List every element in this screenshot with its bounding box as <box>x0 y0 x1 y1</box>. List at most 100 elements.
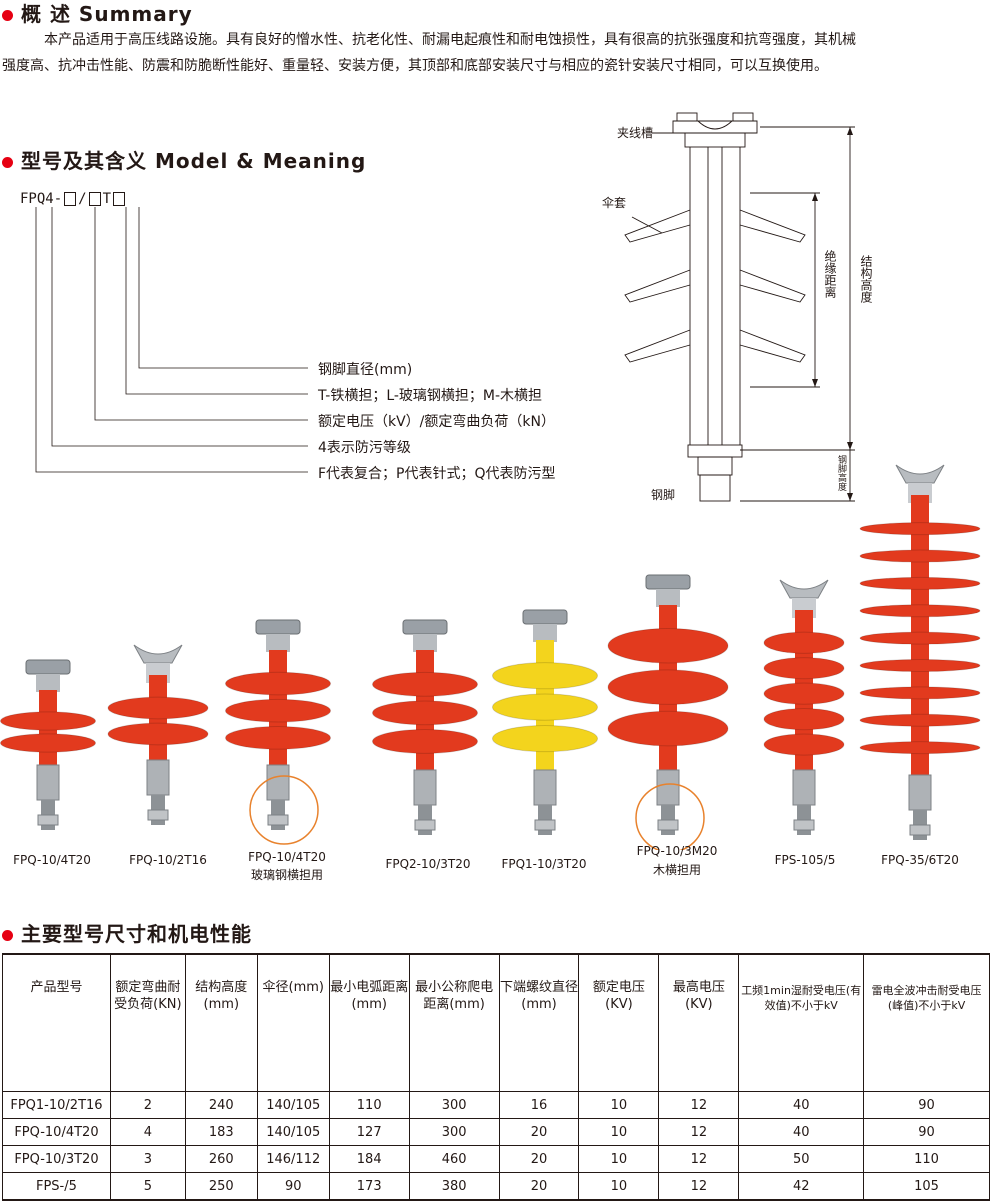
product-shed <box>372 700 478 726</box>
model-meaning-4: 4表示防污等级 <box>318 440 411 456</box>
product-shed <box>859 713 981 727</box>
label-insulation-distance: 绝缘距离 <box>823 250 837 298</box>
bullet-icon <box>2 157 13 168</box>
product-shed <box>225 698 331 723</box>
product-shed <box>372 729 478 754</box>
summary-title: 概 述 Summary <box>21 2 193 26</box>
product-shed <box>763 682 845 705</box>
table-cell: 300 <box>408 1091 500 1119</box>
model-code-sep: / <box>78 191 87 207</box>
specs-title: 主要型号尺寸和机电性能 <box>21 922 252 946</box>
table-cell: 460 <box>408 1145 500 1173</box>
table-cell: 250 <box>184 1172 258 1201</box>
product-shed <box>107 722 209 746</box>
specs-table: 产品型号 额定弯曲耐受负荷(KN) 结构高度(mm) 伞径(mm) 最小电弧距离… <box>2 953 990 1201</box>
table-cell: 380 <box>408 1172 500 1201</box>
label-steel-foot-height: 钢脚高度 <box>836 455 846 491</box>
product-shed <box>763 631 845 654</box>
table-cell: 16 <box>498 1091 580 1119</box>
product-shed <box>859 741 981 755</box>
table-header: 额定电压(KV) <box>578 953 660 1092</box>
label-shed: 伞套 <box>602 196 627 210</box>
table-cell: 146/112 <box>256 1145 330 1173</box>
model-meaning-2: T-铁横担；L-玻璃钢横担；M-木横担 <box>318 388 543 404</box>
table-header: 结构高度(mm) <box>184 953 258 1092</box>
product-steel-foot <box>792 769 816 806</box>
label-structure-height: 结构高度 <box>859 255 873 303</box>
product-saddle <box>895 464 945 484</box>
product-shed <box>859 549 981 563</box>
product-steel-foot <box>266 764 290 801</box>
product-label-2: FPQ-10/2T16 <box>129 853 207 867</box>
product-nut <box>414 819 436 831</box>
table-cell: 12 <box>658 1091 740 1119</box>
table-cell: 10 <box>578 1091 660 1119</box>
model-code-prefix: FPQ4- <box>20 191 63 207</box>
product-shed <box>492 724 598 753</box>
product-clamp <box>522 609 568 625</box>
highlight-circle <box>249 775 319 845</box>
placeholder-box <box>88 192 101 206</box>
table-cell: 183 <box>184 1118 258 1146</box>
product-saddle <box>133 644 183 664</box>
product-fitting <box>36 674 60 692</box>
table-cell: 240 <box>184 1091 258 1119</box>
product-shed <box>859 576 981 590</box>
model-title: 型号及其含义 Model & Meaning <box>21 149 367 173</box>
table-cell: 40 <box>738 1118 865 1146</box>
table-header: 雷电全波冲击耐受电压(峰值)不小于kV <box>863 953 990 1092</box>
table-header: 下端螺纹直径(mm) <box>498 953 580 1092</box>
table-cell: 2 <box>109 1091 186 1119</box>
table-cell-model: FPQ-10/3T20 <box>2 1145 111 1173</box>
table-header-row: 产品型号 额定弯曲耐受负荷(KN) 结构高度(mm) 伞径(mm) 最小电弧距离… <box>2 953 990 1092</box>
product-shed <box>0 733 96 753</box>
product-shed <box>763 733 845 756</box>
table-cell: 127 <box>328 1118 410 1146</box>
product-shed <box>0 711 96 731</box>
product-clamp <box>645 574 691 590</box>
table-cell: 12 <box>658 1118 740 1146</box>
table-cell: 184 <box>328 1145 410 1173</box>
product-shed <box>859 659 981 673</box>
model-meaning-5: F代表复合；P代表针式；Q代表防污型 <box>318 466 556 482</box>
product-fitting <box>656 589 680 607</box>
table-cell: 110 <box>863 1145 990 1173</box>
table-header: 伞径(mm) <box>256 953 330 1092</box>
product-shed <box>763 707 845 731</box>
product-shed <box>492 662 598 690</box>
specs-heading: 主要型号尺寸和机电性能 <box>2 918 252 947</box>
table-cell: 105 <box>863 1172 990 1201</box>
table-cell: 42 <box>738 1172 865 1201</box>
table-cell: 140/105 <box>256 1118 330 1146</box>
product-shed <box>859 686 981 700</box>
product-steel-foot <box>413 769 437 806</box>
table-cell: 90 <box>863 1091 990 1119</box>
product-steel-foot <box>146 759 170 796</box>
table-cell: 20 <box>498 1172 580 1201</box>
product-clamp <box>402 619 448 635</box>
product-shed <box>372 671 478 697</box>
table-cell: 90 <box>256 1172 330 1201</box>
product-nut <box>37 814 59 826</box>
table-header: 产品型号 <box>2 953 111 1092</box>
table-cell: 10 <box>578 1172 660 1201</box>
table-header: 额定弯曲耐受负荷(KN) <box>109 953 186 1092</box>
product-shed <box>607 710 729 747</box>
model-meaning-3: 额定电压（kV）/额定弯曲负荷（kN） <box>318 414 555 430</box>
product-fitting <box>266 634 290 652</box>
product-saddle <box>779 579 829 599</box>
table-cell: 10 <box>578 1145 660 1173</box>
highlight-circle <box>635 783 705 850</box>
table-cell: 260 <box>184 1145 258 1173</box>
product-label-7: FPS-105/5 <box>774 853 836 867</box>
product-clamp <box>25 659 71 675</box>
product-nut <box>534 819 556 831</box>
product-shed <box>225 726 331 750</box>
table-cell: 140/105 <box>256 1091 330 1119</box>
table-cell: 12 <box>658 1145 740 1173</box>
table-cell: 90 <box>863 1118 990 1146</box>
product-nut <box>909 824 931 836</box>
product-shed <box>492 693 598 721</box>
placeholder-box <box>64 192 77 206</box>
